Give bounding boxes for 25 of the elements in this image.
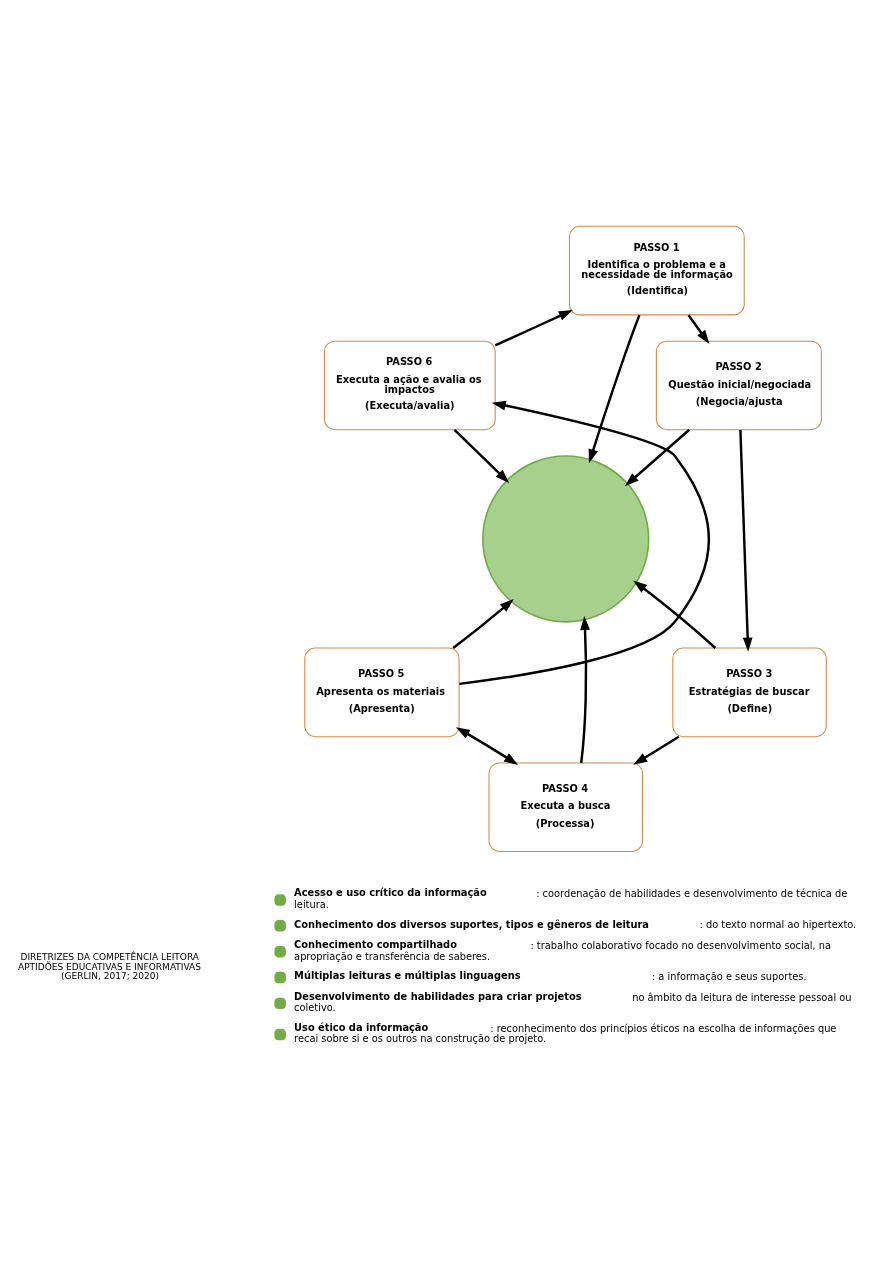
legend-label: Acesso e uso crítico da informação: coordenação de habilidades e desenvolvimento de técnica de leitura. xyxy=(294,886,848,910)
arrow xyxy=(633,579,717,649)
arrow xyxy=(633,735,680,765)
arrow xyxy=(624,428,691,486)
arrow xyxy=(739,429,753,652)
node-box: PASSO 4 Executa a busca (Processa) xyxy=(488,761,643,852)
node-box: PASSO 5 Apresenta os materiais (Apresenta) xyxy=(304,647,460,737)
arrow xyxy=(459,400,710,685)
label: DIRETRIZES DA COMPETÊNCIA LEITORA APTIDÕES EDUCATIVAS E INFORMATIVAS (GERLIN, 2017; 2020) xyxy=(17,951,201,981)
node-box: PASSO 6 Executa a ação e avalia os impactos (Executa/avalia) xyxy=(323,340,496,430)
node-box: PASSO 1 Identifica o problema e a necessidade de informação (Identifica) xyxy=(568,225,745,315)
legend-label: Desenvolvimento de habilidades para criar projetos no âmbito da leitura de interesse pessoal ou coletivo. xyxy=(294,990,852,1013)
legend-label: Múltiplas leituras e múltiplas linguagens: a informação e seus suportes. xyxy=(294,969,807,982)
arrow xyxy=(580,615,590,763)
node-box: PASSO 2 Questão inicial/negociada (Negocia/ajusta xyxy=(655,340,822,430)
arrow xyxy=(452,598,514,649)
arrow xyxy=(588,314,641,463)
legend-label: Uso ético da informação: reconhecimento dos princípios éticos na escolha de informações que recai sobre si e os outros na construção de projeto. xyxy=(294,1021,837,1044)
node-box: PASSO 3 Estratégias de buscar (Define) xyxy=(672,647,827,737)
arrow xyxy=(453,428,510,483)
legend-label: Conhecimento dos diversos suportes, tipos e gêneros de leitura: do texto normal ao hipertexto. xyxy=(294,918,857,930)
arrow xyxy=(455,726,518,765)
arrow xyxy=(687,313,710,344)
legend-label: Conhecimento compartilhado: trabalho colaborativo focado no desenvolvimento social, na apropriação e transferência de saberes. xyxy=(294,938,831,962)
arrow xyxy=(494,309,573,347)
